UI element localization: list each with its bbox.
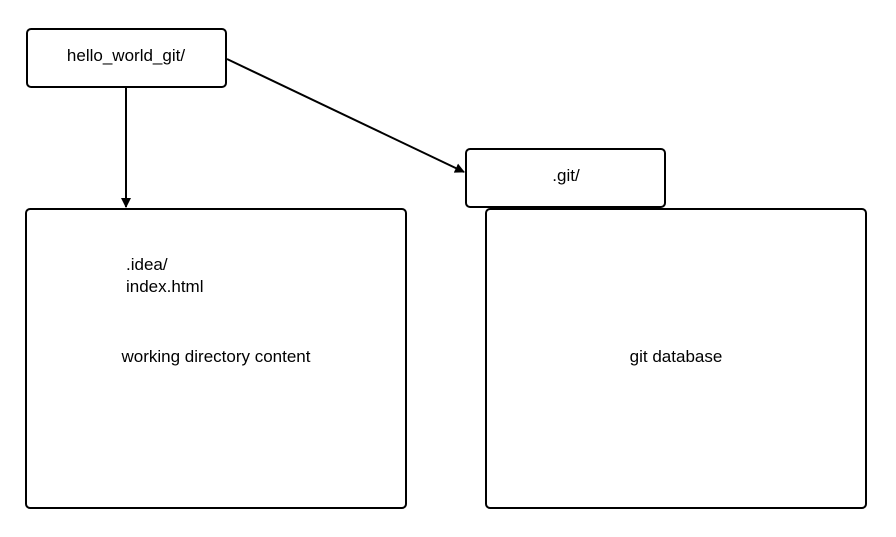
working-directory-caption: working directory content bbox=[121, 347, 311, 366]
working-directory-box bbox=[25, 208, 407, 509]
git-database-caption: git database bbox=[629, 347, 723, 366]
root-folder-node bbox=[26, 28, 227, 88]
file-index-html: index.html bbox=[126, 277, 204, 296]
file-idea-folder: .idea/ bbox=[126, 255, 168, 274]
arrow-root-to-git-folder bbox=[226, 58, 465, 173]
git-folder-label: .git/ bbox=[552, 166, 580, 185]
git-database-box bbox=[485, 208, 867, 509]
git-folder-node bbox=[465, 148, 666, 208]
root-folder-label: hello_world_git/ bbox=[66, 46, 186, 65]
